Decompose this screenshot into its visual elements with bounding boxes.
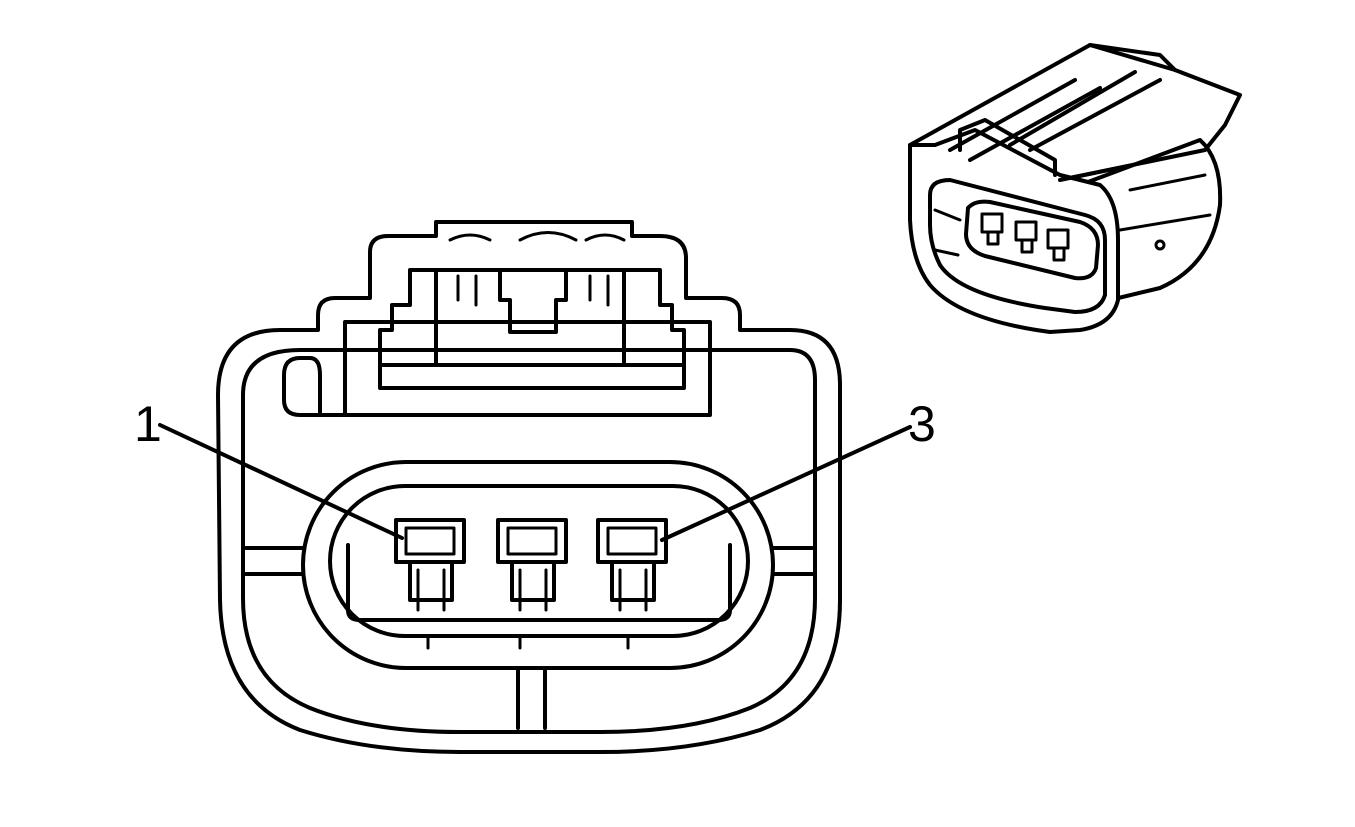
iso-terminal-1 [980,212,1004,234]
connector-iso-view [908,43,1242,334]
housing-inner-outline [241,348,817,734]
callout-leader-1 [158,423,404,540]
cavity-outer [301,460,775,670]
iso-lock-frame [958,118,1057,177]
terminal-pin-1 [394,518,466,612]
lock-tab-center [498,268,568,334]
iso-side-hole [1154,239,1166,251]
callout-label-3: 3 [908,396,936,452]
terminal-pin-3 [596,518,668,612]
iso-rib [933,248,960,257]
iso-lock-ribs [948,70,1162,162]
iso-terminal-3 [1046,228,1070,250]
terminal-pin-2 [496,518,568,612]
iso-side-line [1118,213,1212,232]
cavity-floor [346,543,732,622]
iso-side-line [1128,173,1207,192]
iso-top-edges [1058,43,1207,182]
lock-tab [378,268,686,390]
connector-front-view: 1 3 [134,220,936,754]
callout-label-1: 1 [134,396,162,452]
housing-outline [216,220,842,754]
callout-leader-3 [660,425,912,542]
lock-tab-bumps [448,231,626,242]
iso-terminal-2 [1014,220,1038,242]
iso-rib [933,208,962,222]
iso-terminal-legs [986,230,1066,262]
latch-pocket [282,320,712,417]
cavity-inner [328,484,750,638]
iso-face-inner [928,178,1107,314]
iso-cavity [964,199,1100,281]
